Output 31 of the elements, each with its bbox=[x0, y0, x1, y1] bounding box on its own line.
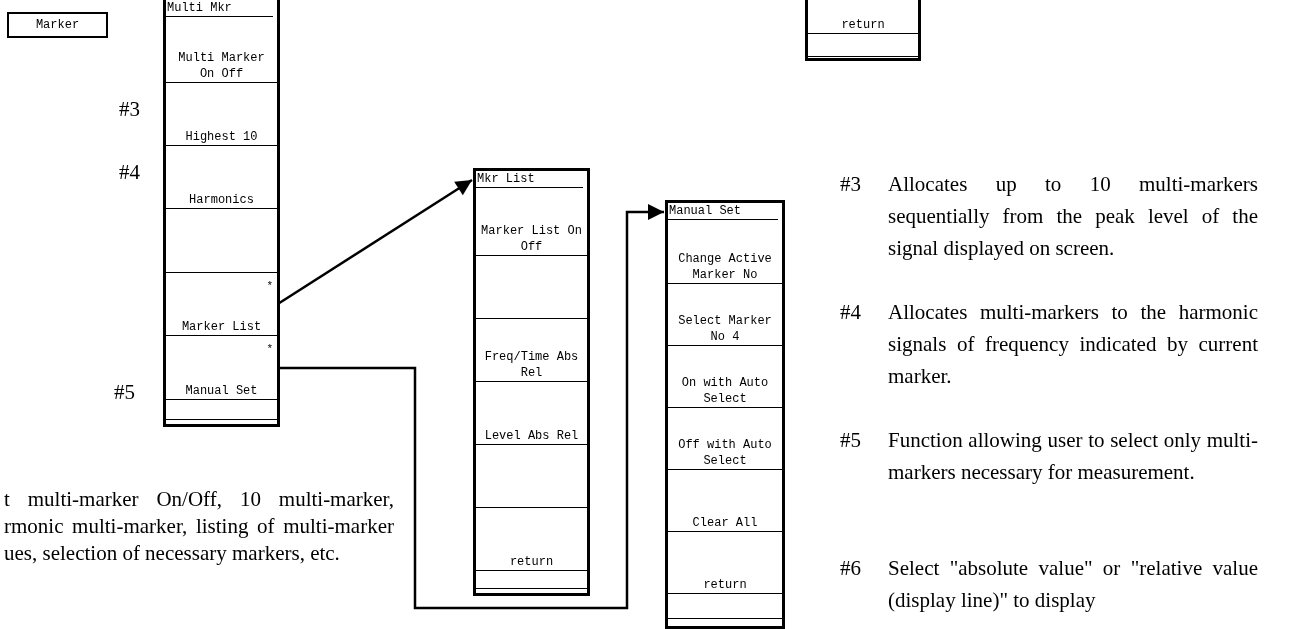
key-label: Clear All bbox=[692, 515, 758, 531]
key-label: Marker bbox=[35, 17, 80, 33]
callout-number: #5 bbox=[114, 379, 135, 406]
key-label: Change Active Marker No bbox=[677, 251, 773, 283]
note-text: Function allowing user to select only multi-markers necessary for measurement. bbox=[888, 427, 1258, 486]
key-label: return bbox=[841, 17, 885, 33]
panel-title: Mkr List bbox=[476, 171, 583, 188]
note-number: #6 bbox=[840, 555, 862, 582]
key-label: Highest 10 bbox=[185, 129, 258, 145]
callout-number: #4 bbox=[119, 159, 140, 186]
note-text: Allocates multi-markers to the harmonic signals of frequency indicated by current marker. bbox=[888, 299, 1258, 390]
key-label: Multi Marker On Off bbox=[177, 50, 266, 82]
note-number: #5 bbox=[840, 427, 862, 454]
note-text: Select "absolute value" or "relative value (display line)" to display bbox=[888, 555, 1258, 614]
panel-title: Manual Set bbox=[668, 203, 778, 220]
note-number: #4 bbox=[840, 299, 862, 326]
key-label: Harmonics bbox=[189, 192, 254, 208]
callout-number: #3 bbox=[119, 96, 140, 123]
note-text: Allocates up to 10 multi-markers sequentially from the peak level of the signal displayed on screen. bbox=[888, 171, 1258, 262]
key-label: return bbox=[703, 577, 747, 593]
menu-panel bbox=[665, 200, 785, 629]
key-label: On with Auto Select bbox=[680, 375, 770, 407]
menu-key bbox=[7, 12, 108, 38]
asterisk-mark: * bbox=[266, 344, 273, 355]
key-label: Manual Set bbox=[185, 383, 258, 399]
key-label: Marker List bbox=[181, 319, 262, 335]
key-label: Off with Auto Select bbox=[677, 437, 773, 469]
key-label: Select Marker No 4 bbox=[677, 313, 773, 345]
panel-title: Multi Mkr bbox=[166, 0, 273, 17]
note-number: #3 bbox=[840, 171, 862, 198]
asterisk-mark: * bbox=[266, 281, 273, 292]
